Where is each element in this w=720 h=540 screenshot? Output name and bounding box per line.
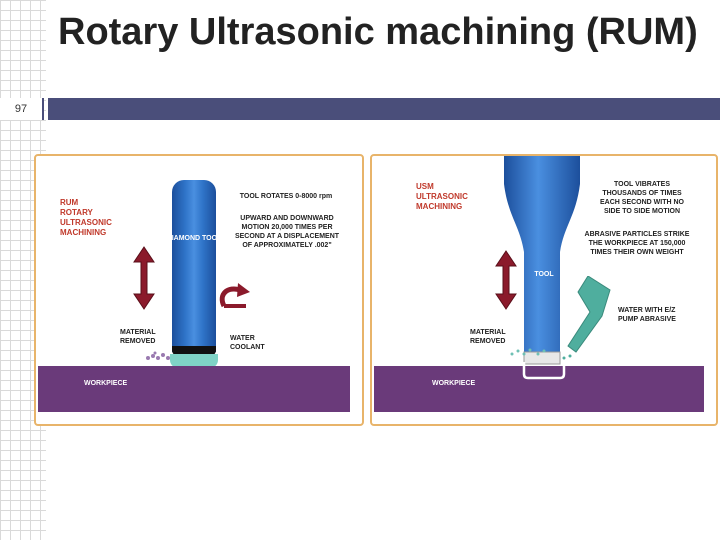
abrasive-note: ABRASIVE PARTICLES STRIKE THE WORKPIECE … <box>584 231 690 256</box>
rum-workpiece <box>38 366 350 412</box>
usm-vertical-arrow-icon <box>495 250 517 310</box>
usm-diagram-panel: USM ULTRASONIC MACHINING TOOL TOOL VIBRA… <box>370 154 718 426</box>
slide-title: Rotary Ultrasonic machining (RUM) <box>58 11 698 53</box>
removed-particles <box>146 351 170 360</box>
usm-tool <box>504 156 580 365</box>
tool-vibrates-label: TOOL VIBRATES THOUSANDS OF TIMES EACH SE… <box>600 181 684 215</box>
rum-diagram-panel: RUM ROTARY ULTRASONIC MACHINING DIAMOND … <box>34 154 364 426</box>
tool-rotates-label: TOOL ROTATES 0-8000 rpm <box>239 193 333 200</box>
title-underline-bar <box>48 98 720 120</box>
material-removed-label: MATERIAL REMOVED <box>120 329 156 345</box>
rum-heading: RUM ROTARY ULTRASONIC MACHINING <box>60 198 112 237</box>
vertical-motion-arrow-icon <box>133 246 155 310</box>
usm-heading: USM ULTRASONIC MACHINING <box>416 182 468 211</box>
rum-workpiece-label: WORKPIECE <box>84 380 128 387</box>
water-coolant-label: WATER COOLANT <box>230 335 265 351</box>
rotation-arrow-icon <box>219 283 250 308</box>
usm-workpiece <box>374 366 704 412</box>
slide-number: 97 <box>0 98 44 120</box>
coolant-film <box>170 354 218 368</box>
usm-tool-label: TOOL <box>534 271 554 278</box>
diamond-tool <box>172 180 216 352</box>
water-abrasive-label: WATER WITH E/Z PUMP ABRASIVE <box>618 307 676 323</box>
tool-tip <box>172 346 216 356</box>
usm-workpiece-label: WORKPIECE <box>432 380 476 387</box>
motion-note: UPWARD AND DOWNWARD MOTION 20,000 TIMES … <box>234 215 340 249</box>
abrasive-nozzle <box>562 276 611 360</box>
workpiece-cavity <box>522 362 566 380</box>
diamond-tool-label: DIAMOND TOOL <box>166 235 222 242</box>
usm-removed-particles <box>510 348 546 356</box>
usm-material-removed-label: MATERIAL REMOVED <box>470 329 506 345</box>
